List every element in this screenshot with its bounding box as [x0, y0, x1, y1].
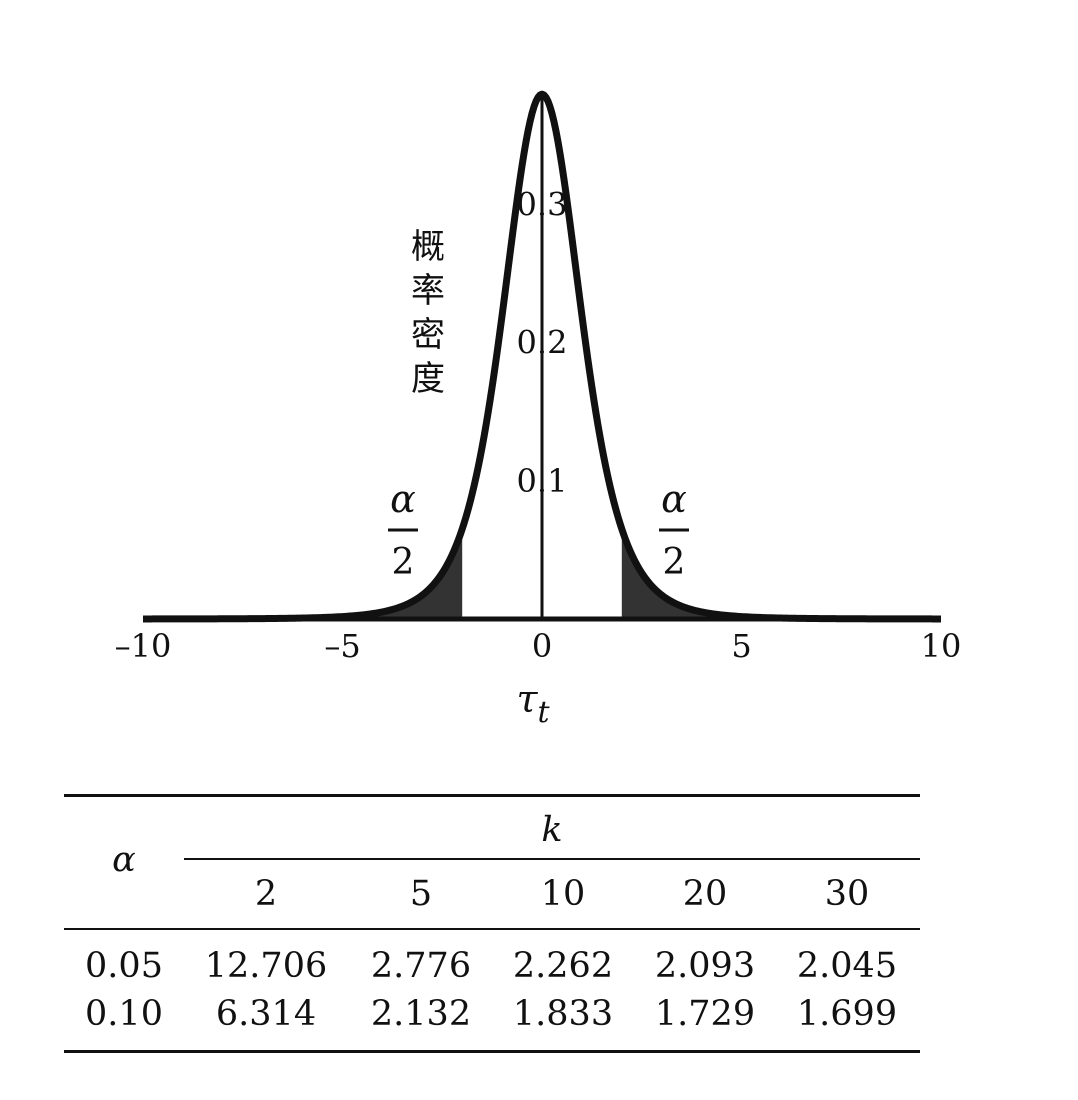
- right-tail-annotation: α 2: [659, 477, 689, 583]
- y-axis-label: 概 率 密 度: [411, 227, 445, 399]
- right-alpha: α: [661, 477, 687, 521]
- table-cell: 1.729: [654, 994, 756, 1034]
- y-tick-labels: 0.1 0.2 0.3: [517, 185, 568, 500]
- x-tick-label: 10: [921, 627, 962, 665]
- left-denominator: 2: [392, 542, 415, 583]
- y-tick-label: 0.2: [517, 324, 568, 362]
- x-tick-label: –5: [324, 627, 360, 665]
- t-distribution-chart: –10 –5 0 5 10 0.1 0.2 0.3 概 率 密 度 τt α 2 α 2: [115, 90, 962, 730]
- row-alpha: 0.05: [85, 946, 163, 986]
- table-cell: 2.132: [370, 994, 472, 1034]
- x-tick-label: 5: [731, 627, 751, 665]
- shaded-tails: [143, 529, 941, 619]
- y-label-char: 率: [411, 271, 445, 311]
- table-cell: 6.314: [215, 994, 317, 1034]
- k-group-rule: [184, 858, 920, 860]
- k-group-header: k: [541, 810, 563, 850]
- x-tick-label: –10: [115, 627, 172, 665]
- column-header: 10: [540, 874, 586, 914]
- x-tick-label: 0: [532, 627, 552, 665]
- svg-text:τt: τt: [516, 677, 550, 730]
- y-label-char: 密: [411, 315, 445, 355]
- right-tail-area: [621, 529, 941, 619]
- left-tail-annotation: α 2: [388, 477, 418, 583]
- y-label-char: 概: [411, 227, 445, 267]
- left-alpha: α: [390, 477, 416, 521]
- column-header: 2: [254, 874, 278, 914]
- table-cell: 2.262: [512, 946, 614, 986]
- table-bottom-rule: [64, 1050, 920, 1053]
- row-alpha: 0.10: [85, 994, 163, 1034]
- table-header-rule: [64, 928, 920, 930]
- left-tail-area: [143, 529, 463, 619]
- table-cell: 1.699: [796, 994, 898, 1034]
- table-cell: 2.093: [654, 946, 756, 986]
- y-tick-label: 0.3: [517, 185, 568, 223]
- x-label-tau: τ: [516, 677, 538, 721]
- table-cell: 2.045: [796, 946, 898, 986]
- x-axis-label: τt: [516, 677, 550, 730]
- y-tick-label: 0.1: [517, 462, 568, 500]
- column-header: 30: [824, 874, 870, 914]
- table-cell: 1.833: [512, 994, 614, 1034]
- column-header: 20: [682, 874, 728, 914]
- table-cell: 2.776: [370, 946, 472, 986]
- table-cell: 12.706: [204, 946, 328, 986]
- x-tick-labels: –10 –5 0 5 10: [115, 627, 962, 665]
- column-header: 5: [409, 874, 433, 914]
- alpha-header: α: [112, 840, 136, 880]
- density-curve: [141, 90, 943, 623]
- y-label-char: 度: [411, 359, 445, 399]
- table-top-rule: [64, 794, 920, 797]
- x-label-subscript: t: [537, 695, 550, 730]
- right-denominator: 2: [663, 542, 686, 583]
